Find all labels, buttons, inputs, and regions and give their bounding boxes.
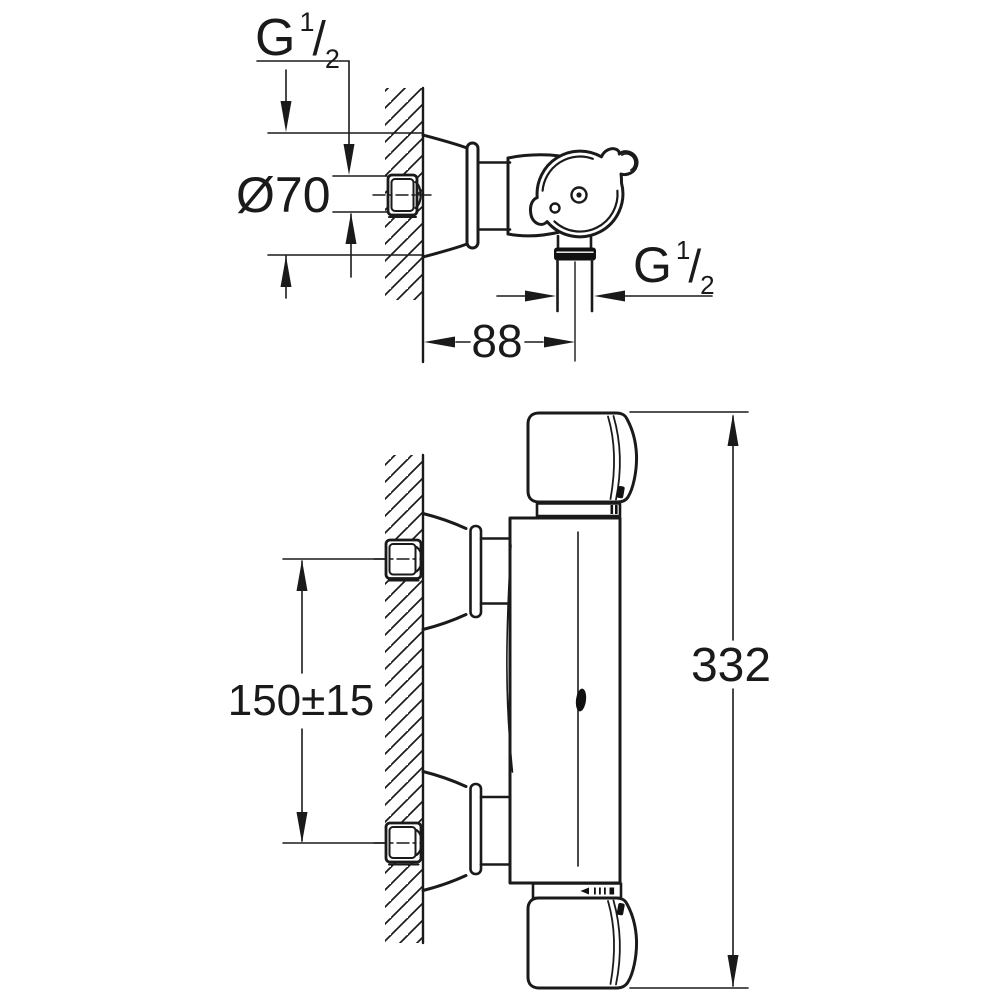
grohe-logo-mark — [575, 688, 587, 712]
escutcheon-side — [421, 133, 480, 259]
volume-handle — [526, 896, 639, 990]
s-union-lower — [373, 770, 512, 892]
label-diameter: Ø70 — [236, 167, 331, 223]
scale-marks-top — [610, 505, 621, 514]
wall-hatch-front — [385, 455, 423, 943]
s-union-upper — [373, 512, 512, 631]
valve-body-side — [476, 153, 562, 238]
outlet-nut — [554, 247, 596, 261]
scale-arrow-icon — [580, 887, 589, 895]
handle-clip-bottom — [616, 902, 625, 916]
outlet-thread-arrows — [525, 290, 625, 302]
control-knob — [528, 147, 639, 239]
side-arrowheads — [280, 101, 357, 287]
knob-index-dot — [549, 202, 561, 214]
knob-inner-ring-2 — [541, 155, 594, 192]
side-view — [256, 60, 713, 364]
body-contour-line — [506, 544, 514, 773]
dim-332-arrows — [727, 414, 739, 987]
dim-150-arrows — [296, 560, 308, 843]
label-depth-88: 88 — [471, 315, 522, 367]
knob-center-dot — [576, 192, 582, 198]
knob-inner-ring — [553, 189, 619, 233]
handle-clip-top — [616, 485, 625, 499]
scale-collar-top — [535, 502, 622, 518]
front-view — [282, 411, 749, 990]
knob-center-screw — [570, 186, 588, 204]
temperature-handle — [526, 411, 639, 504]
outlet-side — [554, 234, 596, 362]
inlet-nut-side — [372, 173, 432, 218]
dim-332-lines — [629, 411, 749, 989]
scale-collar-bottom — [531, 882, 623, 900]
label-spacing-150: 150±15 — [228, 676, 375, 725]
knob-lobe-inner-line — [621, 152, 636, 171]
scale-marks-bottom — [580, 887, 615, 895]
knob-silhouette — [528, 147, 639, 239]
mixer-body — [506, 516, 622, 885]
label-height-332: 332 — [691, 639, 771, 692]
dim-88-arrows — [424, 336, 575, 348]
